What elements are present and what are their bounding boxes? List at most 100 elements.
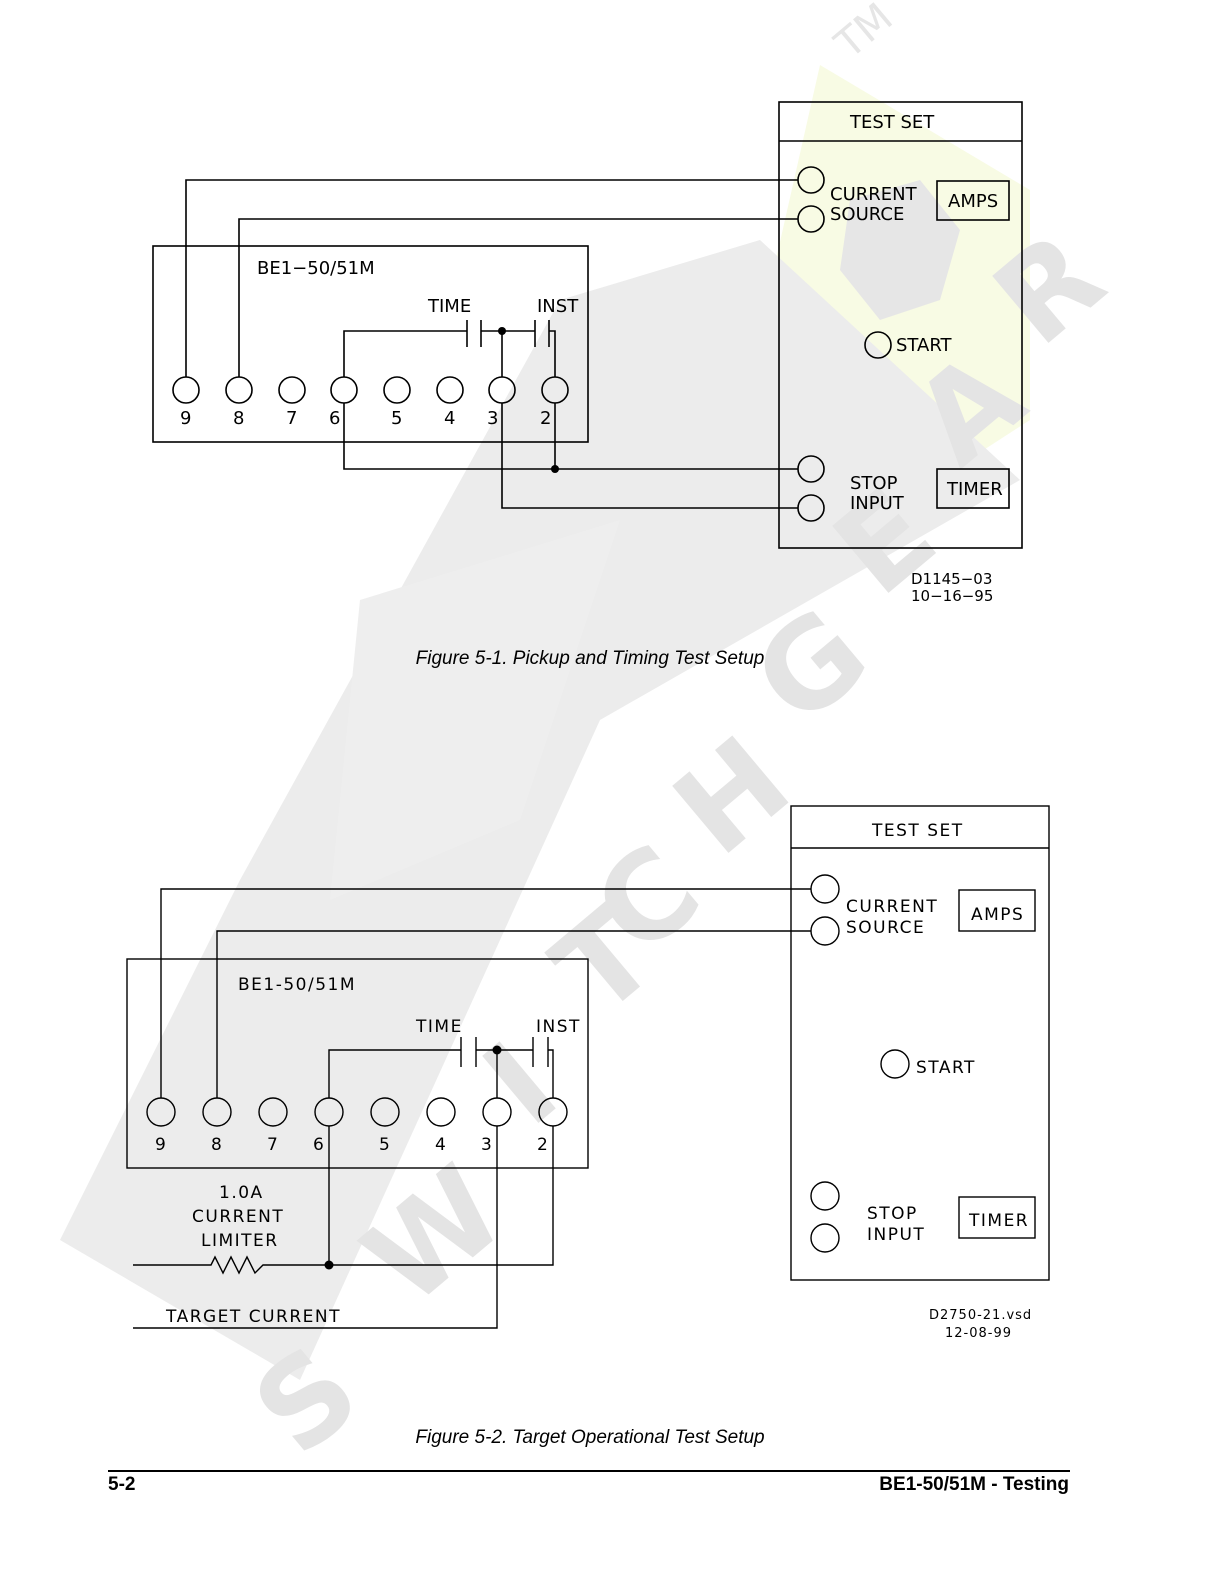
wire-8-current-source xyxy=(238,218,798,377)
test-set-title: TEST SET xyxy=(849,112,935,133)
amps-meter xyxy=(958,889,1036,932)
drawing-date: 10−16−95 xyxy=(911,587,993,605)
terminal-label: 6 xyxy=(313,1135,325,1155)
terminal-label: 7 xyxy=(267,1135,279,1155)
stop-input-jack-1 xyxy=(810,1181,840,1211)
drawing-number: D1145−03 xyxy=(911,570,992,588)
terminal-7 xyxy=(258,1097,288,1127)
time-label: TIME xyxy=(415,1017,463,1037)
terminal-4 xyxy=(436,376,464,404)
current-source-jack-1 xyxy=(797,166,825,194)
wire-6-stop-input xyxy=(343,403,798,470)
footer-rule xyxy=(108,1470,1070,1472)
wire-9-current-source xyxy=(160,888,811,1098)
inst-label: INST xyxy=(537,296,579,317)
stop-input-jack-2 xyxy=(810,1223,840,1253)
figure-5-2-caption: Figure 5-2. Target Operational Test Setu… xyxy=(415,1427,765,1448)
test-set-box xyxy=(778,101,1023,549)
terminal-5 xyxy=(383,376,411,404)
wire-2-limiter xyxy=(329,1126,554,1266)
drawing-date: 12-08-99 xyxy=(945,1326,1012,1341)
junction-dot xyxy=(492,1045,502,1055)
inst-label: INST xyxy=(536,1017,581,1037)
amps-label: AMPS xyxy=(971,905,1024,925)
terminal-label: 3 xyxy=(487,408,498,429)
source-label: SOURCE xyxy=(846,918,925,938)
terminal-9 xyxy=(146,1097,176,1127)
target-current-label: TARGET CURRENT xyxy=(165,1307,341,1327)
terminal-8 xyxy=(202,1097,232,1127)
terminal-label: 2 xyxy=(540,408,551,429)
stop-input-jack-2 xyxy=(797,494,825,522)
terminal-label: 8 xyxy=(233,408,244,429)
current-source-jack-1 xyxy=(810,874,840,904)
limiter-label: LIMITER xyxy=(201,1231,279,1251)
timer-label: TIMER xyxy=(946,479,1003,500)
terminal-label: 4 xyxy=(435,1135,447,1155)
terminal-label: 6 xyxy=(329,408,340,429)
terminal-label: 9 xyxy=(180,408,191,429)
amps-label: AMPS xyxy=(948,191,998,212)
start-jack xyxy=(864,331,892,359)
terminal-2 xyxy=(538,1097,568,1127)
wire-inst-2 xyxy=(548,1049,554,1098)
figure-5-1-caption: Figure 5-1. Pickup and Timing Test Setup xyxy=(415,648,765,669)
start-jack xyxy=(880,1049,910,1079)
junction-dot xyxy=(498,327,506,335)
document-title: BE1-50/51M - Testing xyxy=(879,1474,1069,1495)
stop-input-jack-1 xyxy=(797,455,825,483)
watermark-grey-shape xyxy=(60,240,1020,1380)
stop-label: STOP xyxy=(850,473,898,494)
wire-6-time-contact xyxy=(343,330,467,377)
limiter-amperage: 1.0A xyxy=(219,1183,264,1203)
relay-label: BE1−50/51M xyxy=(257,258,375,279)
input-label: INPUT xyxy=(867,1225,925,1245)
terminal-7 xyxy=(278,376,306,404)
wire-3-stop-input xyxy=(501,403,798,509)
source-label: SOURCE xyxy=(830,204,904,225)
relay-label: BE1-50/51M xyxy=(238,975,356,995)
timer-box xyxy=(936,468,1010,509)
terminal-5 xyxy=(370,1097,400,1127)
current-label: CURRENT xyxy=(830,184,918,205)
junction-dot xyxy=(324,1260,334,1270)
wire-9-current-source xyxy=(185,179,798,377)
figure-5-1-diagram: BE1−50/51M TIME INST 9 8 7 6 5 4 3 2 TES… xyxy=(152,101,1023,605)
current-label: CURRENT xyxy=(846,897,938,917)
watermark-grey-shape-2 xyxy=(330,520,620,900)
wire-8-current-source xyxy=(216,930,811,1098)
terminal-6 xyxy=(330,376,358,404)
current-source-jack-2 xyxy=(810,916,840,946)
terminal-8 xyxy=(225,376,253,404)
terminal-2 xyxy=(541,376,569,404)
time-label: TIME xyxy=(427,296,471,317)
watermark-gear-icon xyxy=(840,180,960,320)
wire-6-time-contact xyxy=(328,1049,461,1098)
terminal-3 xyxy=(482,1097,512,1127)
limiter-resistor xyxy=(133,1255,329,1275)
terminal-4 xyxy=(426,1097,456,1127)
relay-box xyxy=(126,958,589,1169)
start-label: START xyxy=(916,1058,976,1078)
terminal-label: 9 xyxy=(155,1135,167,1155)
terminal-9 xyxy=(172,376,200,404)
terminal-label: 8 xyxy=(211,1135,223,1155)
test-set-title: TEST SET xyxy=(871,821,964,841)
terminal-6 xyxy=(314,1097,344,1127)
wire-inst-2 xyxy=(549,330,556,377)
junction-dot xyxy=(551,465,559,473)
terminal-label: 7 xyxy=(286,408,297,429)
amps-meter xyxy=(936,180,1010,221)
start-label: START xyxy=(896,335,953,356)
figure-5-2-diagram: BE1-50/51M TIME INST 9 8 7 6 5 4 3 2 TES… xyxy=(126,805,1050,1341)
stop-label: STOP xyxy=(867,1204,918,1224)
test-set-box xyxy=(790,805,1050,1281)
terminal-label: 5 xyxy=(391,408,402,429)
input-label: INPUT xyxy=(850,493,905,514)
terminal-3 xyxy=(488,376,516,404)
timer-label: TIMER xyxy=(968,1211,1029,1231)
terminal-label: 3 xyxy=(481,1135,493,1155)
wire-target-current xyxy=(133,1126,498,1329)
timer-box xyxy=(958,1196,1036,1239)
